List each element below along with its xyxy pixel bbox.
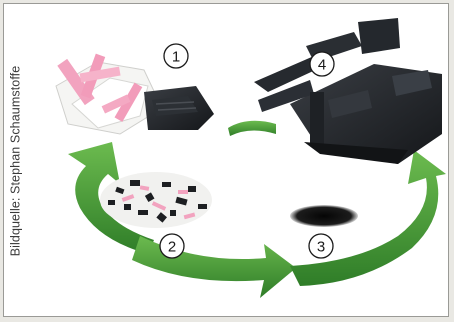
molded-foam-part-illustration <box>254 18 442 164</box>
figure-frame: Bildquelle: Stephan Schaumstoffe <box>3 3 449 317</box>
arrow-top <box>228 121 276 136</box>
step-number-4: 4 <box>318 57 326 74</box>
step-marker-2: 2 <box>160 234 184 258</box>
pellet-pile-illustration <box>290 205 358 227</box>
image-credit: Bildquelle: Stephan Schaumstoffe <box>4 8 26 314</box>
foam-scraps-illustration <box>56 54 214 134</box>
step-number-1: 1 <box>172 49 180 66</box>
shredded-foam-illustration <box>100 172 212 228</box>
step-marker-1: 1 <box>164 44 188 68</box>
step-marker-3: 3 <box>309 234 333 258</box>
step-number-3: 3 <box>317 239 325 256</box>
step-number-2: 2 <box>168 239 176 256</box>
step-marker-4: 4 <box>310 52 334 76</box>
arrow-bottom <box>132 236 296 298</box>
recycling-cycle-diagram: 1 2 3 4 <box>28 4 449 317</box>
image-credit-text: Bildquelle: Stephan Schaumstoffe <box>8 66 22 257</box>
